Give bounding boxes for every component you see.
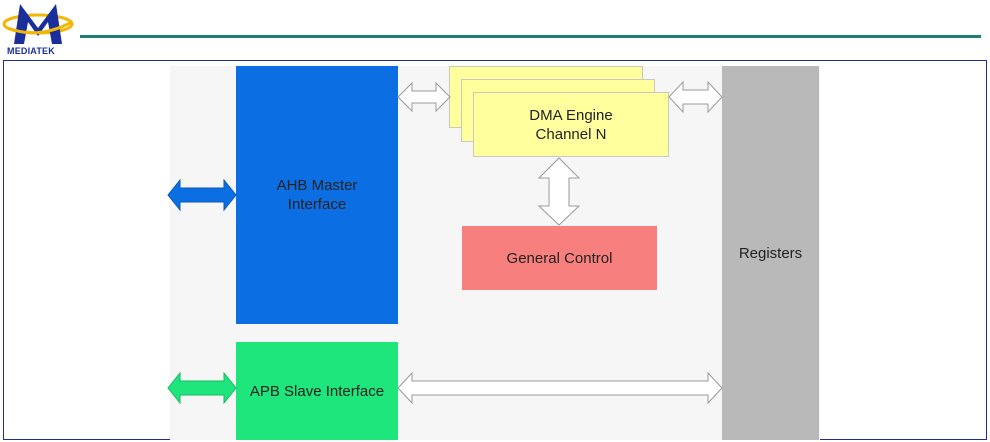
dma-engine-label-line2: Channel N bbox=[535, 125, 607, 143]
general-control-block: General Control bbox=[462, 226, 657, 290]
logo-mark-icon bbox=[2, 4, 74, 44]
ahb-master-label-line1: AHB Master bbox=[276, 177, 358, 194]
ahb-master-label-line2: Interface bbox=[287, 196, 347, 213]
mediatek-logo: MEDIATEK bbox=[0, 0, 80, 62]
logo-text: MEDIATEK bbox=[7, 46, 55, 56]
dma-engine-channel-n-block: DMA Engine Channel N bbox=[473, 92, 669, 157]
registers-block: Registers bbox=[722, 66, 819, 440]
ahb-master-interface-block: AHB Master Interface bbox=[236, 66, 398, 324]
header-divider bbox=[80, 35, 981, 38]
general-control-label: General Control bbox=[506, 249, 613, 267]
apb-slave-interface-block: APB Slave Interface bbox=[236, 342, 398, 440]
dma-engine-label-line1: DMA Engine bbox=[529, 106, 613, 124]
apb-slave-label: APB Slave Interface bbox=[249, 382, 385, 400]
registers-label: Registers bbox=[738, 244, 803, 262]
